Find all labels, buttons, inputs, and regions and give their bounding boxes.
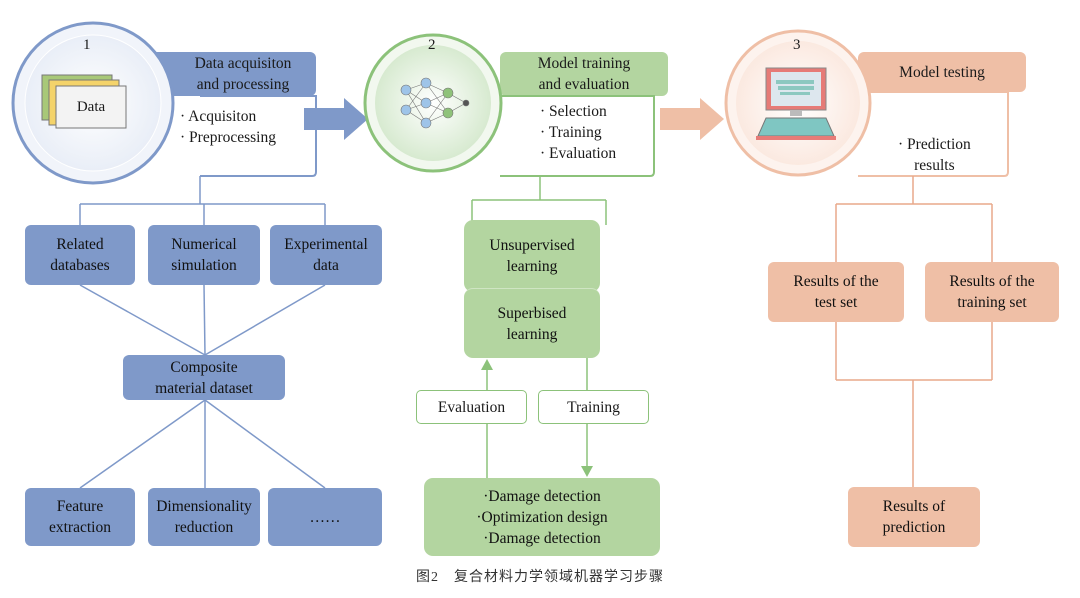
stage3-item: · Prediction results xyxy=(898,136,971,174)
feature-extraction: Feature extraction xyxy=(25,488,135,546)
stage1-items: · Acquisiton · Preprocessing xyxy=(180,106,276,148)
dimensionality-reduction: Dimensionality reduction xyxy=(148,488,260,546)
stage2-items: · Selection · Training · Evaluation xyxy=(540,101,616,164)
stage3-title: Model testing xyxy=(899,63,985,81)
stage2-number: 2 xyxy=(428,37,436,53)
stage2-item: · Evaluation xyxy=(540,145,617,162)
neural-network-icon xyxy=(400,77,470,129)
composite-material-dataset: Composite material dataset xyxy=(123,355,285,400)
applications-box: ·Damage detection ·Optimization design ·… xyxy=(424,478,660,556)
application-item: ·Optimization design xyxy=(476,508,608,526)
stage1-number: 1 xyxy=(83,37,91,53)
more-outputs: …… xyxy=(268,488,382,546)
data-icon-label: Data xyxy=(76,98,106,115)
source-experimental-data: Experimental data xyxy=(270,225,382,285)
arrow-stage1-to-stage2 xyxy=(304,98,368,140)
stage2-item: · Selection xyxy=(540,103,607,120)
data-stack-icon xyxy=(41,74,127,129)
source-related-databases: Related databases xyxy=(25,225,135,285)
results-training-set: Results of the training set xyxy=(925,262,1059,322)
training-step: Training xyxy=(538,390,649,424)
results-of-prediction: Results of prediction xyxy=(848,487,980,547)
stage1-title: Data acquisiton and processing xyxy=(194,55,292,93)
stage2-title: Model training and evaluation xyxy=(537,55,631,93)
figure-caption: 图2 复合材料力学领域机器学习步骤 xyxy=(416,570,664,585)
stage2-item: · Training xyxy=(540,124,602,141)
application-item: ·Damage detection xyxy=(483,487,601,505)
stage3-items: · Prediction results xyxy=(898,113,971,197)
supervised-learning: Superbised learning xyxy=(464,288,600,358)
computer-icon xyxy=(756,67,836,140)
stage1-item: · Acquisiton xyxy=(180,108,257,125)
stage3-number: 3 xyxy=(793,37,801,53)
arrow-down-training xyxy=(581,466,593,477)
stage1-item: · Preprocessing xyxy=(180,129,276,146)
unsupervised-learning: Unsupervised learning xyxy=(464,220,600,292)
source-numerical-simulation: Numerical simulation xyxy=(148,225,260,285)
arrow-stage2-to-stage3 xyxy=(660,98,724,140)
results-test-set: Results of the test set xyxy=(768,262,904,322)
evaluation-step: Evaluation xyxy=(416,390,527,424)
arrow-up-evaluation xyxy=(481,359,493,370)
application-item: ·Damage detection xyxy=(483,529,601,547)
